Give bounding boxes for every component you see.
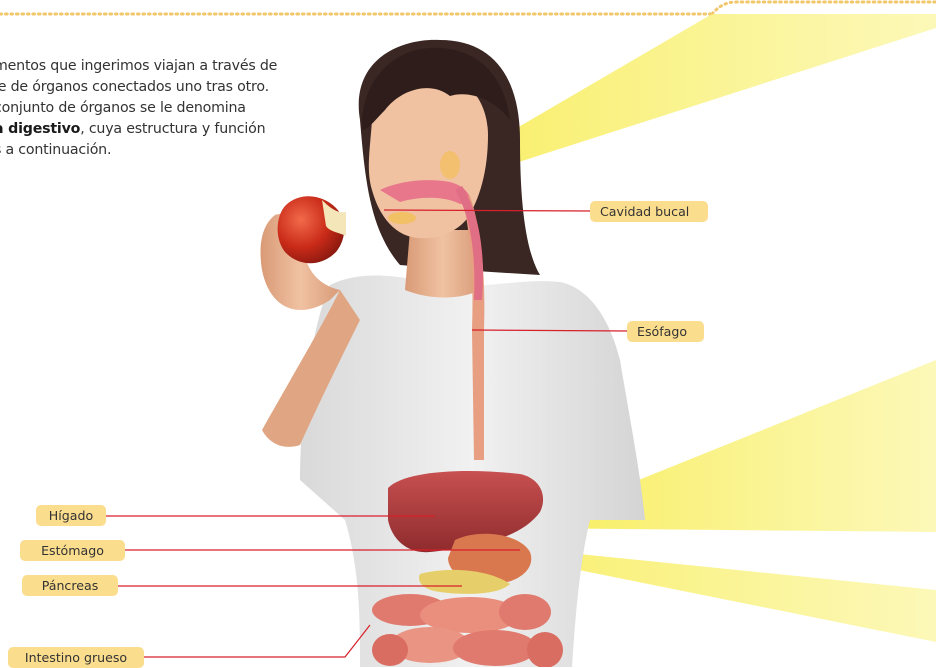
label-intestino-grueso: Intestino grueso bbox=[8, 647, 144, 668]
label-pancreas: Páncreas bbox=[22, 575, 118, 596]
intro-bold-term: a digestivo bbox=[0, 121, 80, 137]
intro-line-4-rest: , cuya estructura y función bbox=[80, 121, 265, 137]
neck bbox=[405, 230, 480, 298]
intro-line-3: conjunto de órganos se le denomina bbox=[0, 98, 346, 119]
intro-paragraph: mentos que ingerimos viajan a través de … bbox=[0, 56, 346, 161]
intro-line-2: ie de órganos conectados uno tras otro. bbox=[0, 77, 346, 98]
salivary-gland bbox=[388, 212, 416, 224]
label-cavidad-bucal: Cavidad bucal bbox=[590, 201, 708, 222]
label-esofago: Esófago bbox=[627, 321, 704, 342]
intro-line-5: s a continuación. bbox=[0, 140, 346, 161]
leader-line-intestino bbox=[143, 625, 370, 657]
salivary-gland-2 bbox=[440, 151, 460, 179]
intro-line-4: a digestivo, cuya estructura y función bbox=[0, 119, 346, 140]
label-estomago: Estómago bbox=[20, 540, 125, 561]
intro-line-1: mentos que ingerimos viajan a través de bbox=[0, 56, 346, 77]
label-higado: Hígado bbox=[36, 505, 106, 526]
